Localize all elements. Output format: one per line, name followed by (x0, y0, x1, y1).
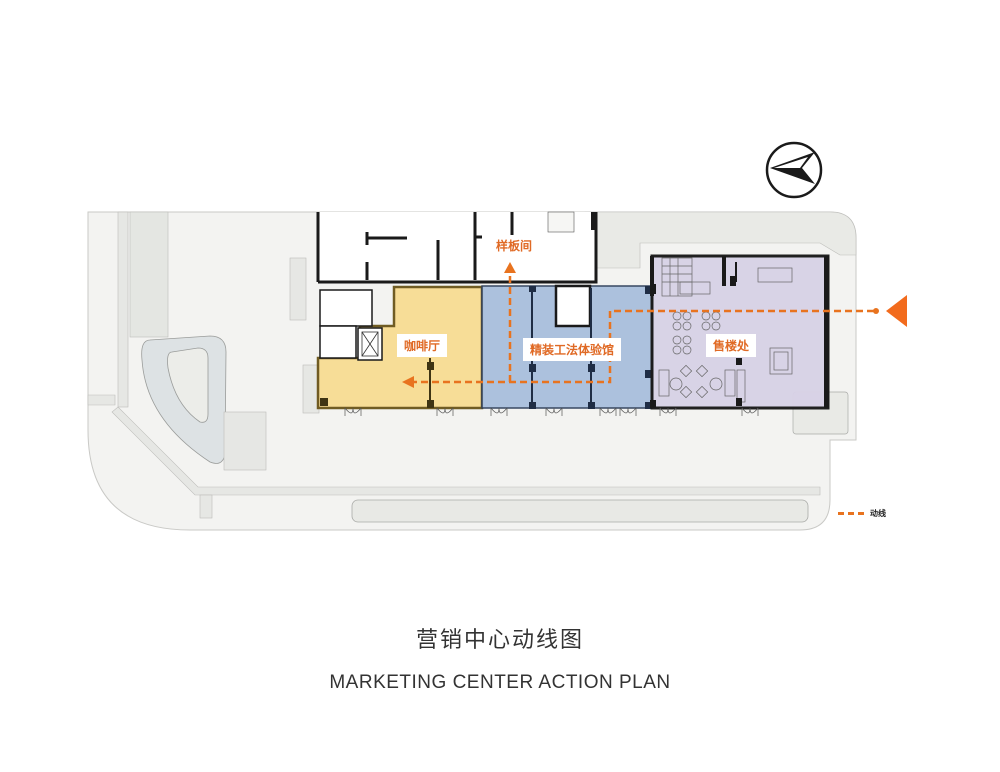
upper-building (316, 211, 598, 284)
label-sales-office: 售楼处 (706, 334, 757, 357)
label-cafe: 咖啡厅 (397, 334, 448, 357)
label-model-room: 样板间 (496, 239, 533, 253)
doors (344, 407, 759, 416)
arrow-up-icon (504, 262, 516, 273)
triangle-left-icon (886, 295, 907, 327)
flow-start-dot (873, 308, 879, 314)
label-craft-hall: 精装工法体验馆 (523, 338, 622, 361)
page-title-en: MARKETING CENTER ACTION PLAN (329, 672, 671, 693)
legend: 动线 (838, 508, 886, 519)
legend-label: 动线 (870, 509, 886, 518)
arrow-left-icon (402, 376, 414, 388)
page-title-cn: 营销中心动线图 (415, 628, 584, 653)
sales-office-area (650, 254, 830, 410)
legend-flow-line-swatch (838, 512, 864, 515)
compass-arrow-icon (765, 141, 823, 199)
